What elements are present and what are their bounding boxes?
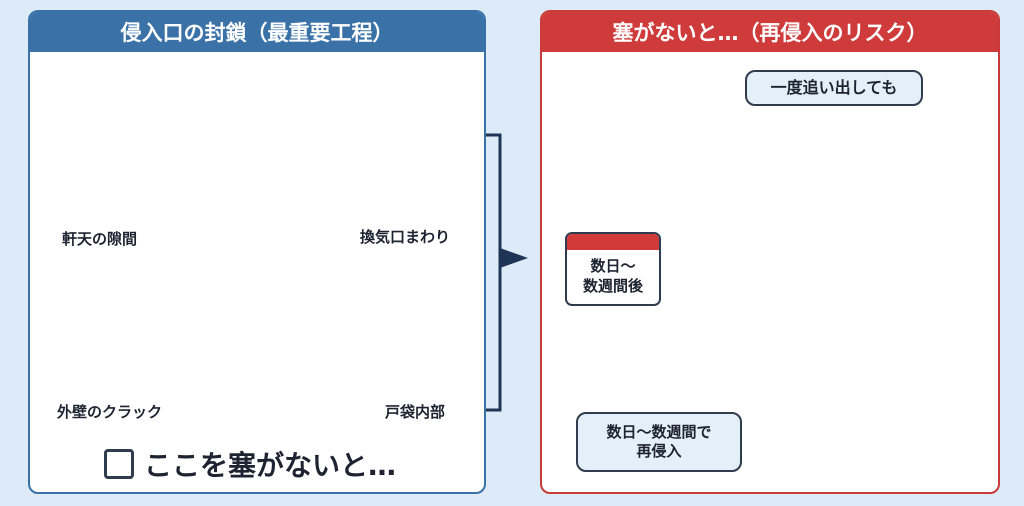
arrow-right-icon — [500, 248, 528, 268]
sealing-panel-title: 侵入口の封鎖（最重要工程） — [30, 12, 484, 52]
speech-bubble-top-text: 一度追い出しても — [770, 77, 898, 97]
calendar-icon: 数日〜数週間後 — [565, 232, 661, 306]
label-shutter-box: 戸袋内部 — [385, 403, 446, 421]
risk-panel-title: 塞がないと…（再侵入のリスク） — [542, 12, 998, 52]
speech-bubble-bottom: 数日〜数週間で 再侵入 — [576, 412, 742, 472]
label-vent: 換気口まわり — [360, 228, 451, 246]
checkbox-icon — [104, 449, 134, 479]
speech-bubble-top: 一度追い出しても — [745, 70, 923, 106]
label-eaves-gap: 軒天の隙間 — [62, 230, 138, 248]
calendar-line-2: 数週間後 — [582, 277, 643, 296]
sealing-panel: 侵入口の封鎖（最重要工程） — [28, 10, 486, 494]
speech-bubble-bottom-line-1: 数日〜数週間で — [606, 422, 712, 441]
calendar-line-1: 数日〜 — [590, 257, 636, 275]
warning-callout: ここを塞がないと… — [104, 444, 396, 484]
speech-bubble-bottom-line-2: 再侵入 — [636, 442, 682, 460]
warning-callout-text: ここを塞がないと… — [144, 449, 397, 482]
label-wall-crack: 外壁のクラック — [57, 403, 163, 421]
